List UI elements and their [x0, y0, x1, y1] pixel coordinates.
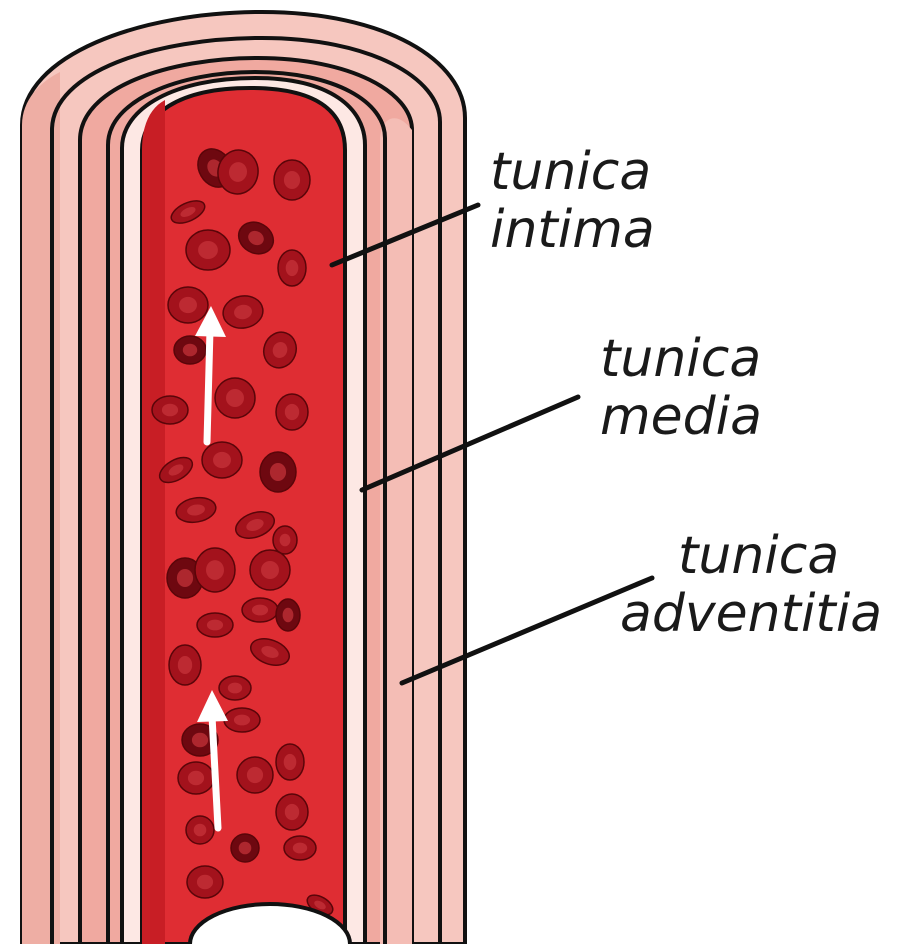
- red-blood-cell-center: [239, 842, 252, 855]
- red-blood-cell-center: [284, 171, 300, 189]
- red-blood-cell-center: [280, 534, 291, 547]
- red-blood-cell-center: [228, 683, 242, 694]
- red-blood-cell-center: [183, 344, 197, 357]
- label-tunica-adventitia: tunica adventitia: [620, 527, 882, 643]
- red-blood-cell-center: [194, 824, 207, 837]
- label-tunica-intima: tunica intima: [490, 143, 655, 259]
- red-blood-cell-center: [283, 608, 294, 622]
- red-blood-cell-center: [284, 754, 297, 770]
- red-blood-cell-center: [261, 561, 279, 579]
- lumen-shade: [142, 100, 165, 944]
- red-blood-cell-center: [252, 605, 268, 616]
- red-blood-cell-center: [285, 404, 299, 420]
- red-blood-cell-center: [162, 404, 178, 417]
- red-blood-cell-center: [286, 260, 299, 276]
- red-blood-cell-center: [198, 241, 218, 259]
- red-blood-cell-center: [192, 733, 208, 747]
- red-blood-cell-center: [197, 875, 213, 889]
- red-blood-cell-center: [206, 560, 224, 580]
- red-blood-cell-center: [226, 389, 244, 407]
- red-blood-cell-center: [178, 656, 192, 674]
- red-blood-cell-center: [188, 771, 204, 785]
- red-blood-cell-center: [247, 767, 263, 783]
- adventitia-shade: [22, 72, 60, 944]
- label-media-line2: media: [600, 388, 762, 446]
- red-blood-cell-center: [234, 715, 250, 726]
- label-media-line1: tunica: [600, 330, 762, 388]
- red-blood-cell-center: [270, 463, 286, 481]
- red-blood-cell-center: [177, 569, 193, 587]
- label-intima-line1: tunica: [490, 143, 655, 201]
- red-blood-cell-center: [213, 452, 231, 468]
- red-blood-cell-center: [207, 620, 223, 631]
- red-blood-cell-center: [285, 804, 299, 820]
- red-blood-cell-center: [293, 843, 307, 854]
- label-adventitia-line1: tunica: [678, 527, 882, 585]
- label-tunica-media: tunica media: [600, 330, 762, 446]
- red-blood-cell-center: [179, 297, 197, 313]
- label-intima-line2: intima: [490, 201, 655, 259]
- label-adventitia-line2: adventitia: [620, 585, 882, 643]
